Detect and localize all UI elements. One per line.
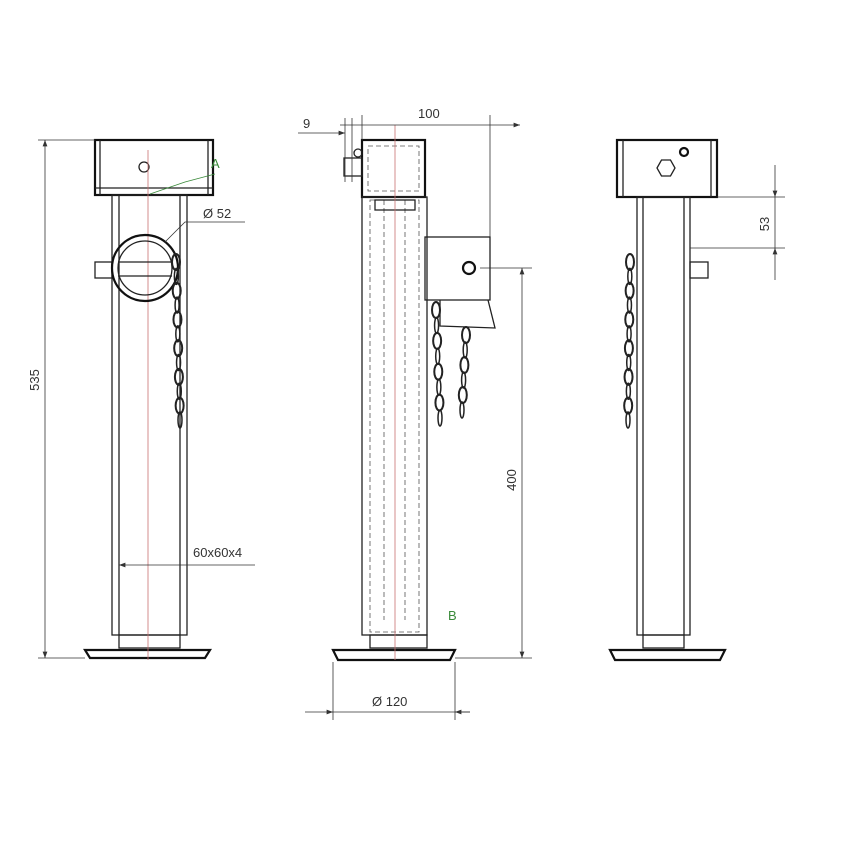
left-view: 535 60x60x4 Ø 52 A <box>27 138 255 660</box>
bolt-hole <box>138 161 150 173</box>
chain-link <box>625 382 632 401</box>
outer-tube <box>111 194 188 636</box>
dim-offset-100: 100 <box>418 106 440 121</box>
chain-link <box>434 393 445 412</box>
chain-link <box>433 316 440 335</box>
gear-housing <box>360 138 427 199</box>
chain-link <box>177 411 183 429</box>
side-view: 9 100 9 400 Ø 120 B <box>298 106 532 720</box>
chain-link <box>460 371 467 389</box>
chain-link <box>173 367 184 386</box>
foot-plate <box>608 648 727 662</box>
chain-link <box>459 401 465 419</box>
chain-link <box>624 310 635 329</box>
crank-handle <box>439 299 496 329</box>
top-housing <box>93 138 215 197</box>
callout-a: A <box>211 156 220 171</box>
dim-offset-9: 9 <box>303 116 310 131</box>
chain-link <box>462 341 468 359</box>
chain-link <box>173 267 180 286</box>
dim-foot-diameter: Ø 120 <box>372 694 407 709</box>
chain-link <box>624 281 635 300</box>
chain-link <box>627 267 633 286</box>
chain-link <box>174 396 185 415</box>
crank-handle-ring <box>110 233 180 303</box>
chain <box>431 301 445 427</box>
side-pin <box>94 261 113 279</box>
dim-tube-section: 60x60x4 <box>193 545 242 560</box>
chain-link <box>436 378 442 396</box>
side-pin <box>689 261 709 279</box>
dim-height-bracket: 400 <box>504 469 519 491</box>
dim-handle-diameter: Ø 52 <box>203 206 231 221</box>
chain-link <box>625 411 631 429</box>
side-pin <box>343 157 363 177</box>
foot-plate <box>331 648 457 662</box>
chain-link <box>173 339 184 358</box>
chain-link <box>176 382 183 401</box>
chain-link <box>461 326 471 344</box>
chain <box>171 253 185 429</box>
chain-link <box>431 301 441 319</box>
rear-view: 53 <box>608 138 785 662</box>
chain-link <box>626 325 632 343</box>
chain-link <box>432 331 443 350</box>
chain-link <box>175 353 182 372</box>
chain-link <box>625 353 632 372</box>
chain-link <box>175 325 181 343</box>
chain <box>623 253 635 429</box>
top-housing <box>615 138 719 199</box>
chain-link <box>174 296 180 314</box>
chain <box>457 326 471 419</box>
chain-link <box>457 386 468 404</box>
chain-link <box>459 356 470 374</box>
chain-link <box>623 396 634 415</box>
chain-link <box>433 362 444 381</box>
foot-plate <box>83 648 212 660</box>
dim-height-total: 535 <box>27 369 42 391</box>
chain-link <box>626 296 633 314</box>
chain-link <box>623 339 634 358</box>
chain-link <box>171 281 182 300</box>
chain-link <box>623 367 634 386</box>
chain-link <box>625 253 635 271</box>
bracket <box>424 236 491 301</box>
chain-link <box>437 409 443 427</box>
outer-tube <box>361 196 428 636</box>
chain-link <box>171 253 181 271</box>
outer-tube <box>636 196 691 636</box>
chain-link <box>434 347 441 366</box>
dim-top-offset: 53 <box>757 217 772 231</box>
callout-b: B <box>448 608 457 623</box>
chain-link <box>172 310 183 329</box>
hex-nut <box>656 159 676 177</box>
